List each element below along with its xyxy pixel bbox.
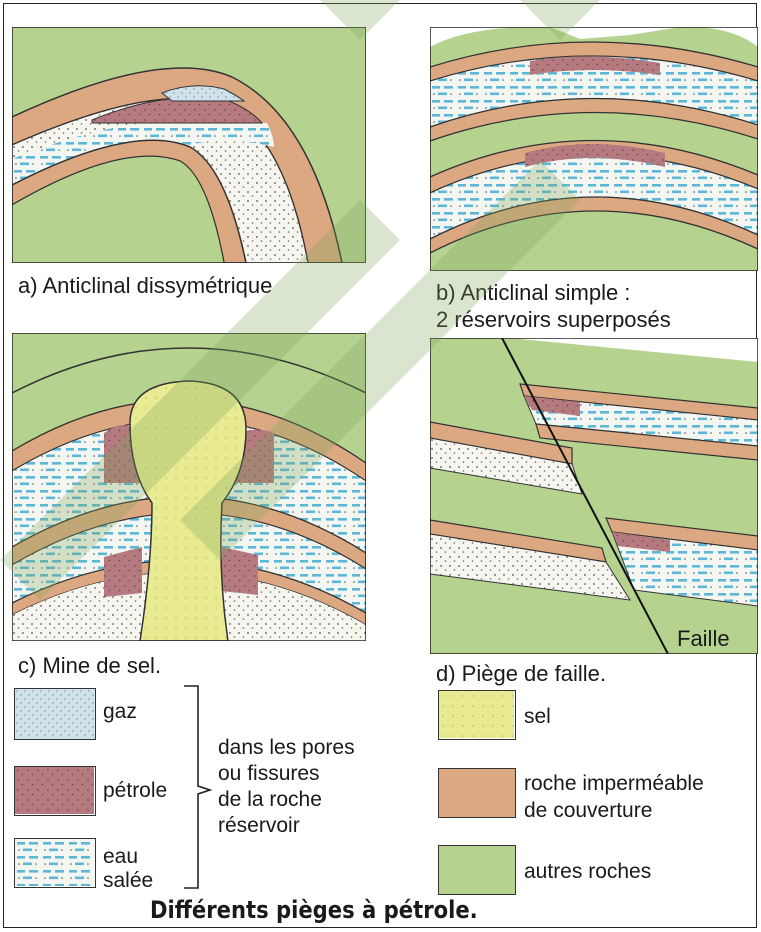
panel-d-drawing	[430, 338, 758, 654]
panel-c-drawing	[12, 333, 366, 641]
figure-title: Différents pièges à pétrole.	[150, 896, 478, 924]
panel-c-caption: c) Mine de sel.	[18, 652, 161, 679]
legend-saltwater-label-1: eau	[103, 843, 138, 870]
panel-a-caption: a) Anticlinal dissymétrique	[18, 272, 272, 299]
panel-b-caption-line2: 2 réservoirs superposés	[436, 306, 671, 333]
legend-caprock-swatch	[438, 768, 516, 818]
legend-gas-pattern	[15, 689, 94, 738]
legend-caprock-label-2: de couverture	[524, 797, 652, 824]
legend-other-rocks-swatch	[438, 845, 516, 895]
legend-other-rocks-label: autres roches	[524, 858, 651, 885]
legend-brace	[180, 684, 220, 892]
legend-oil-pattern	[15, 767, 94, 814]
panel-b-simple-anticline	[430, 27, 758, 271]
panel-a-asymmetric-anticline	[12, 27, 366, 263]
panel-b-drawing	[430, 27, 758, 271]
legend-oil-label: pétrole	[103, 777, 167, 804]
legend-saltwater-swatch	[14, 838, 96, 888]
panel-d-caption: d) Piège de faille.	[436, 660, 606, 687]
legend-pores-note-2: ou fissures	[218, 760, 320, 787]
legend-salt-swatch	[438, 690, 516, 740]
legend-caprock-label-1: roche imperméable	[524, 770, 704, 797]
panel-b-caption: b) Anticlinal simple :	[436, 279, 630, 306]
panel-d-fault-trap	[430, 338, 758, 654]
fault-label: Faille	[677, 625, 730, 652]
legend-saltwater-label-2: salée	[103, 867, 153, 894]
panel-c-salt-dome	[12, 333, 366, 641]
legend-saltwater-pattern	[15, 839, 94, 886]
legend-oil-swatch	[14, 766, 96, 816]
legend-gas-swatch	[14, 688, 96, 740]
legend-pores-note-3: de la roche	[218, 786, 322, 813]
legend-salt-label: sel	[524, 703, 551, 730]
legend-salt-pattern	[439, 691, 514, 738]
panel-a-drawing	[12, 27, 366, 263]
legend-pores-note-1: dans les pores	[218, 734, 355, 761]
legend-pores-note-4: réservoir	[218, 812, 300, 839]
legend-gas-label: gaz	[103, 698, 137, 725]
